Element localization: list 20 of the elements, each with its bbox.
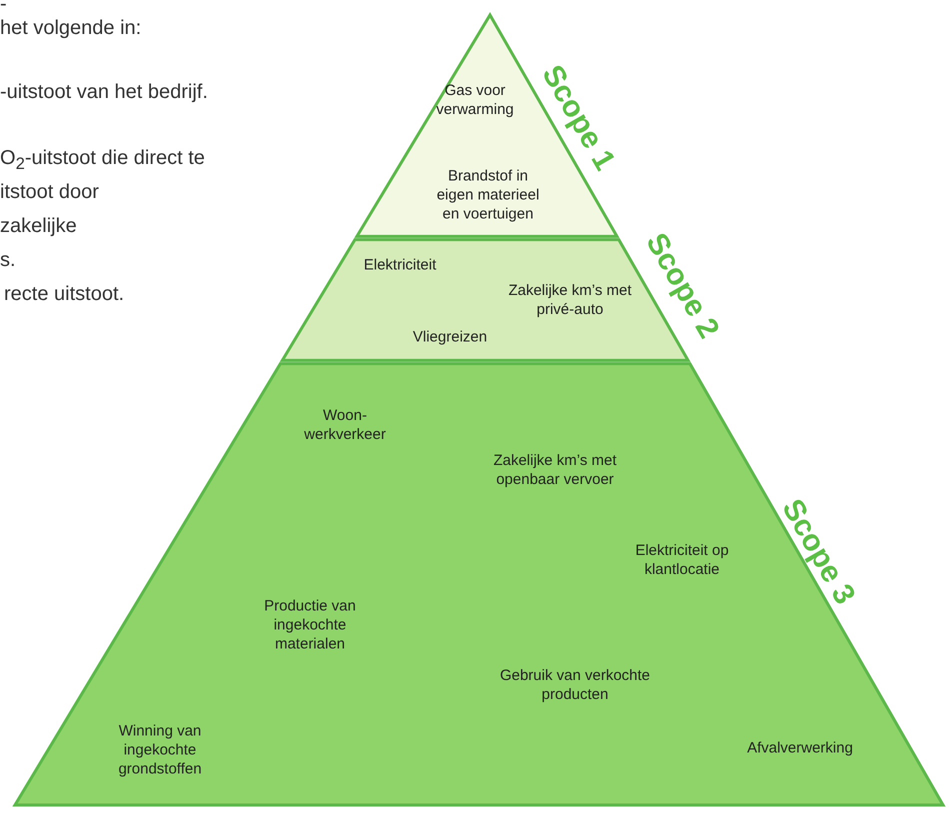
emission-source-label: Brandstof in eigen materieel en voertuigen	[436, 166, 540, 224]
text-fragment: O$_{2}$-uitstoot die direct te	[0, 146, 205, 175]
emission-source-label: Zakelijke km’s met openbaar vervoer	[492, 451, 618, 489]
emission-source-label: Winning van ingekochte grondstoffen	[117, 722, 203, 778]
text-fragment: -uitstoot van het bedrijf.	[0, 80, 208, 104]
emission-source-label: Gas voor verwarming	[435, 81, 515, 119]
emission-source-label: Elektriciteit	[362, 256, 438, 274]
emission-source-label: Gebruik van verkochte producten	[498, 666, 652, 704]
text-fragment: s.	[0, 248, 16, 272]
emission-source-label: Woon- werkverkeer	[303, 406, 387, 444]
text-fragment: -	[0, 0, 7, 16]
emission-source-label: Elektriciteit op klantlocatie	[634, 541, 730, 579]
text-fragment: itstoot door	[0, 180, 99, 204]
emission-source-label: Productie van ingekochte materialen	[263, 596, 357, 654]
text-fragment: zakelijke	[0, 214, 77, 238]
emission-source-label: Zakelijke km’s met privé-auto	[507, 281, 633, 319]
text-fragment: recte uitstoot.	[4, 282, 124, 306]
emission-source-label: Afvalverwerking	[746, 738, 854, 758]
emission-source-label: Vliegreizen	[412, 328, 488, 346]
text-fragment: het volgende in:	[0, 16, 142, 40]
